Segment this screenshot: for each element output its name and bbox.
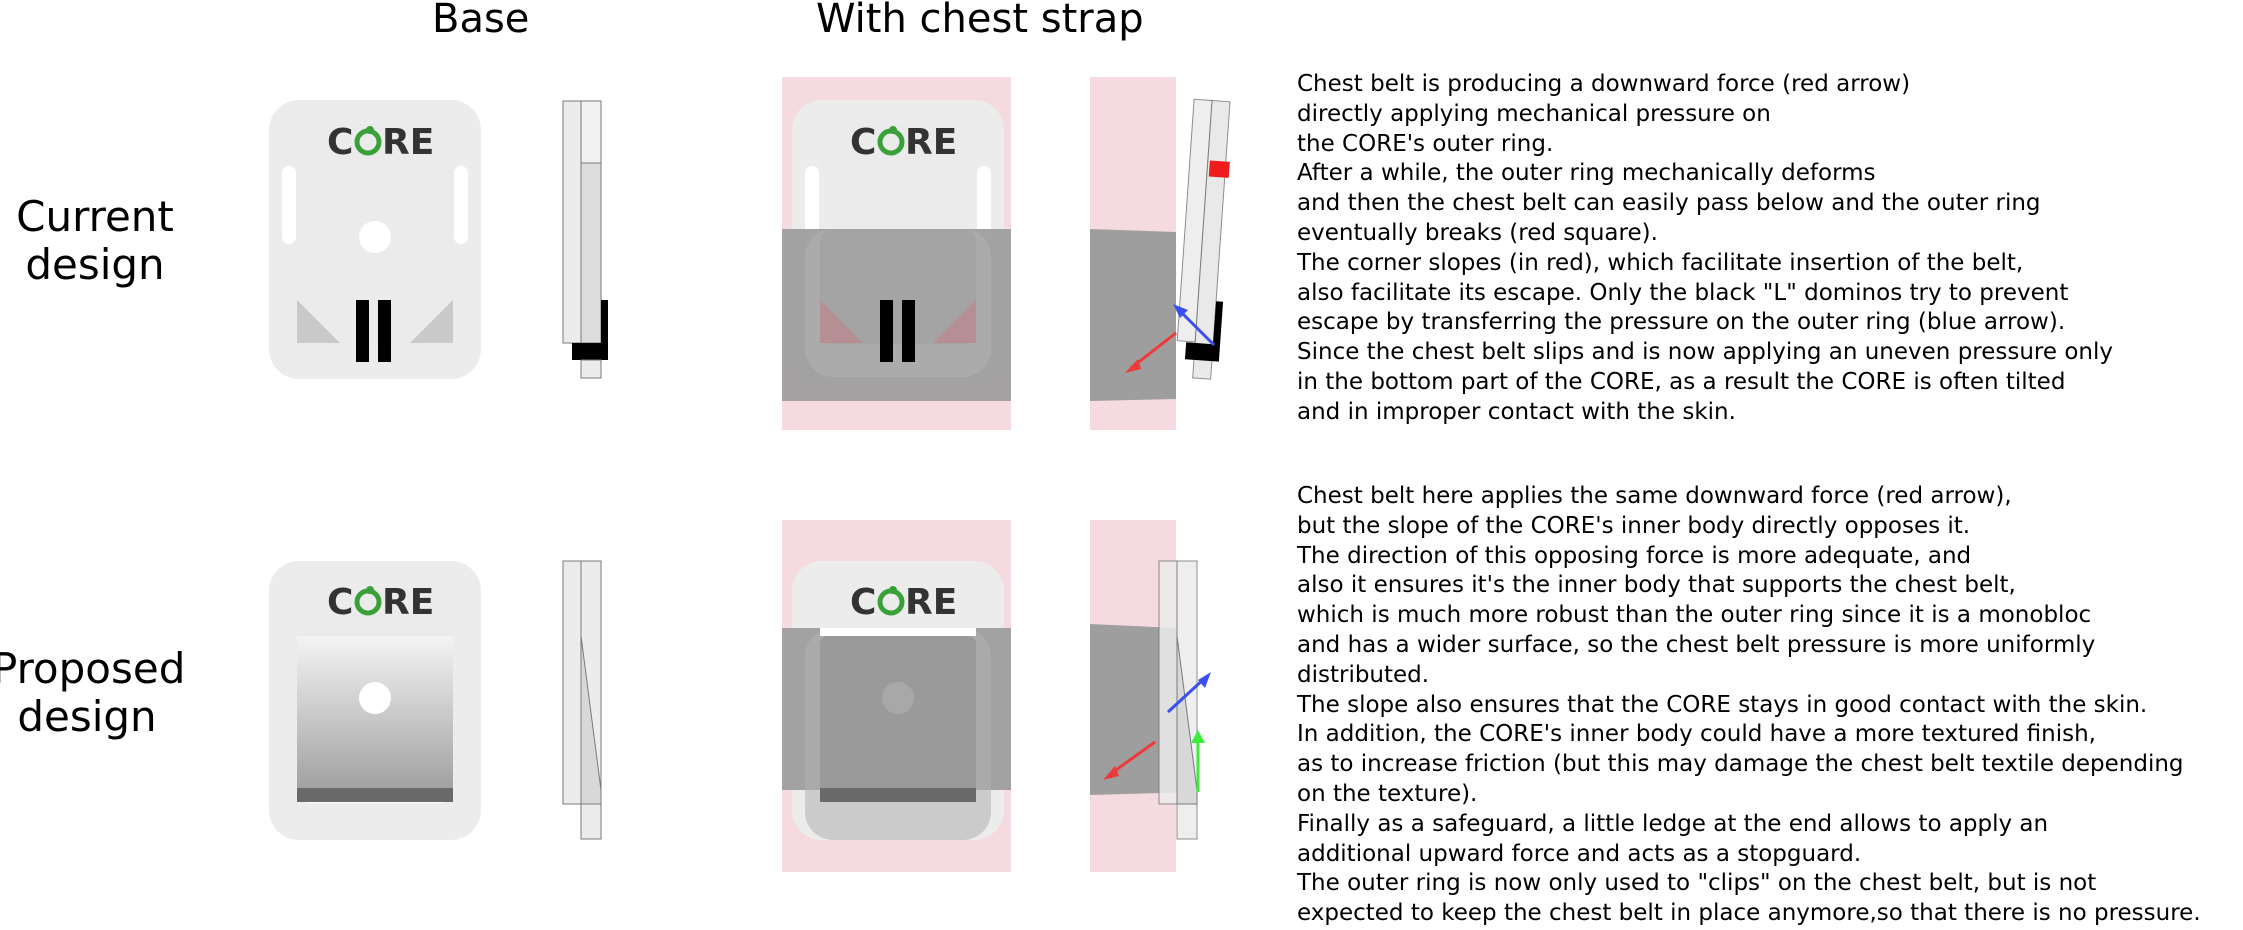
current-description-line: escape by transferring the pressure on t… <box>1297 309 2066 336</box>
proposed-description-line: but the slope of the CORE's inner body d… <box>1297 512 1971 539</box>
proposed-description-line: In addition, the CORE's inner body could… <box>1297 721 2096 748</box>
current-description: Chest belt is producing a downward force… <box>1297 70 2113 428</box>
proposed-description-line: The direction of this opposing force is … <box>1297 542 1972 569</box>
header-base: Base <box>432 0 530 42</box>
row-label-proposed-line2: design <box>17 692 157 741</box>
current-description-line: The corner slopes (in red), which facili… <box>1297 249 2024 276</box>
row-label-proposed-line1: Proposed <box>0 644 186 693</box>
header-with-chest-strap: With chest strap <box>816 0 1144 42</box>
proposed-description-line: additional upward force and acts as a st… <box>1297 840 1862 867</box>
proposed-description-line: distributed. <box>1297 661 1430 688</box>
row-label-current: Current design <box>10 193 180 289</box>
row-label-current-line2: design <box>25 240 165 289</box>
current-base-front <box>269 100 481 379</box>
proposed-strap-side <box>1090 520 1211 872</box>
proposed-description-line: The outer ring is now only used to "clip… <box>1297 870 2097 897</box>
proposed-description-line: as to increase friction (but this may da… <box>1297 751 2184 778</box>
current-description-line: and then the chest belt can easily pass … <box>1297 190 2041 217</box>
current-description-line: and in improper contact with the skin. <box>1297 398 1736 425</box>
current-base-side <box>562 100 608 379</box>
row-label-proposed: Proposed design <box>0 644 186 741</box>
current-description-line: also facilitate its escape. Only the bla… <box>1297 279 2069 306</box>
current-description-line: eventually breaks (red square). <box>1297 219 1658 246</box>
current-description-line: directly applying mechanical pressure on <box>1297 100 1771 127</box>
current-strap-front <box>782 77 1011 430</box>
proposed-description: Chest belt here applies the same downwar… <box>1297 482 2201 929</box>
proposed-description-line: which is much more robust than the outer… <box>1297 602 2092 629</box>
current-description-line: the CORE's outer ring. <box>1297 130 1554 157</box>
current-description-line: Chest belt is producing a downward force… <box>1297 71 1911 97</box>
proposed-description-line: expected to keep the chest belt in place… <box>1297 900 2201 927</box>
current-description-line: Since the chest belt slips and is now ap… <box>1297 339 2113 366</box>
proposed-description-line: on the texture). <box>1297 780 1478 807</box>
proposed-description-line: The slope also ensures that the CORE sta… <box>1297 691 2148 718</box>
current-description-line: in the bottom part of the CORE, as a res… <box>1297 368 2066 395</box>
current-strap-side <box>1090 77 1231 430</box>
proposed-description-line: Chest belt here applies the same downwar… <box>1297 483 2012 509</box>
proposed-description-line: Finally as a safeguard, a little ledge a… <box>1297 810 2049 837</box>
proposed-base-side <box>562 560 602 840</box>
proposed-base-front <box>269 561 481 840</box>
proposed-strap-front <box>782 520 1011 872</box>
current-description-line: After a while, the outer ring mechanical… <box>1297 160 1876 187</box>
proposed-description-line: and has a wider surface, so the chest be… <box>1297 631 2096 658</box>
proposed-description-line: also it ensures it's the inner body that… <box>1297 572 2016 599</box>
row-label-current-line1: Current <box>16 192 174 241</box>
